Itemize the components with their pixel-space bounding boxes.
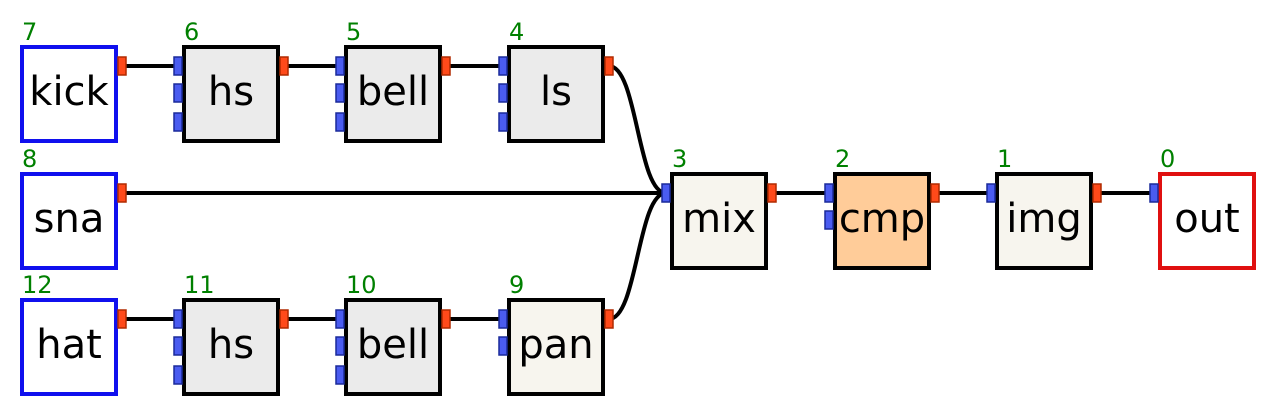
input-port[interactable]	[1149, 183, 1159, 203]
output-port[interactable]	[117, 56, 127, 76]
node-index: 4	[509, 18, 524, 46]
node-box	[182, 298, 280, 396]
node-index: 9	[509, 271, 524, 299]
input-port[interactable]	[661, 183, 671, 203]
output-port[interactable]	[767, 183, 777, 203]
node-box	[20, 298, 118, 396]
output-port[interactable]	[279, 309, 289, 329]
node-index: 2	[835, 145, 850, 173]
node-index: 10	[346, 271, 377, 299]
node-label: hat	[36, 322, 102, 368]
node-label: pan	[518, 322, 593, 368]
node-index: 3	[672, 145, 687, 173]
input-port[interactable]	[498, 336, 508, 356]
node-label: sna	[34, 196, 105, 242]
node-label: img	[1006, 196, 1081, 242]
node-hs-1[interactable]: hs 6	[173, 18, 289, 143]
input-port[interactable]	[173, 365, 183, 385]
input-port[interactable]	[173, 56, 183, 76]
node-index: 11	[184, 271, 215, 299]
node-label: hs	[208, 322, 254, 368]
node-mix[interactable]: mix 3	[661, 145, 777, 270]
input-port[interactable]	[498, 83, 508, 103]
node-cmp[interactable]: cmp 2	[824, 145, 940, 270]
input-port[interactable]	[335, 83, 345, 103]
node-label: out	[1174, 196, 1240, 242]
input-port[interactable]	[498, 56, 508, 76]
connection-wire	[608, 191, 667, 321]
output-port[interactable]	[117, 309, 127, 329]
node-box	[995, 172, 1093, 270]
input-port[interactable]	[335, 309, 345, 329]
node-bell-1[interactable]: bell 5	[335, 18, 451, 143]
node-ls[interactable]: ls 4	[498, 18, 614, 143]
input-port[interactable]	[498, 309, 508, 329]
output-port[interactable]	[930, 183, 940, 203]
node-out[interactable]: out 0	[1149, 145, 1256, 270]
node-box	[344, 45, 442, 143]
output-port[interactable]	[441, 56, 451, 76]
node-index: 6	[184, 18, 199, 46]
node-label: bell	[357, 322, 429, 368]
node-img[interactable]: img 1	[986, 145, 1102, 270]
node-box	[182, 45, 280, 143]
output-port[interactable]	[1092, 183, 1102, 203]
node-box	[344, 298, 442, 396]
node-box	[1158, 172, 1256, 270]
node-label: bell	[357, 69, 429, 115]
node-index: 8	[22, 145, 37, 173]
input-port[interactable]	[335, 112, 345, 132]
input-port[interactable]	[335, 336, 345, 356]
node-label: hs	[208, 69, 254, 115]
node-kick[interactable]: kick 7	[20, 18, 127, 143]
output-port[interactable]	[604, 309, 614, 329]
node-pan[interactable]: pan 9	[498, 271, 614, 396]
node-bell-2[interactable]: bell 10	[335, 271, 451, 396]
output-port[interactable]	[117, 183, 127, 203]
node-label: ls	[540, 69, 572, 115]
connections-layer	[122, 64, 1154, 321]
connection-wire	[608, 64, 667, 195]
node-hat[interactable]: hat 12	[20, 271, 127, 396]
node-box	[20, 172, 118, 270]
node-label: mix	[682, 196, 756, 242]
node-hs-2[interactable]: hs 11	[173, 271, 289, 396]
node-index: 12	[22, 271, 53, 299]
input-port[interactable]	[335, 365, 345, 385]
input-port[interactable]	[498, 112, 508, 132]
node-box	[833, 172, 931, 270]
input-port[interactable]	[173, 83, 183, 103]
node-index: 5	[346, 18, 361, 46]
node-sna[interactable]: sna 8	[20, 145, 127, 270]
input-port[interactable]	[173, 336, 183, 356]
node-index: 7	[22, 18, 37, 46]
output-port[interactable]	[279, 56, 289, 76]
node-index: 0	[1160, 145, 1175, 173]
input-port[interactable]	[173, 112, 183, 132]
node-label: kick	[29, 69, 109, 115]
node-box	[20, 45, 118, 143]
node-box	[507, 45, 605, 143]
node-box	[507, 298, 605, 396]
node-label: cmp	[839, 196, 925, 242]
nodes-layer: kick7hs6bell5ls4sna8hat12hs11bell10pan9m…	[20, 18, 1256, 396]
node-index: 1	[997, 145, 1012, 173]
output-port[interactable]	[441, 309, 451, 329]
input-port[interactable]	[173, 309, 183, 329]
input-port[interactable]	[824, 183, 834, 203]
input-port[interactable]	[986, 183, 996, 203]
output-port[interactable]	[604, 56, 614, 76]
node-box	[670, 172, 768, 270]
input-port[interactable]	[824, 210, 834, 230]
input-port[interactable]	[335, 56, 345, 76]
